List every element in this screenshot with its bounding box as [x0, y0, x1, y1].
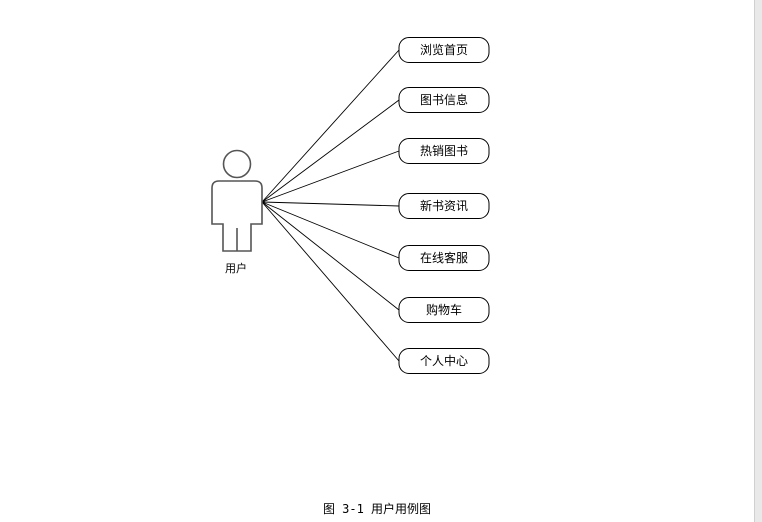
use-case-box	[398, 138, 490, 164]
use-case-node: 在线客服	[398, 245, 490, 271]
use-case-node: 个人中心	[398, 348, 490, 374]
use-case-label: 浏览首页	[420, 42, 468, 57]
use-case-box	[398, 37, 490, 63]
association-line	[261, 49, 400, 203]
use-case-box	[398, 193, 490, 219]
use-case-box	[398, 87, 490, 113]
vertical-scrollbar[interactable]	[754, 0, 762, 522]
use-case-node: 购物车	[398, 297, 490, 323]
actor-label: 用户	[225, 261, 247, 275]
use-case-box	[398, 297, 490, 323]
use-case-label: 个人中心	[420, 353, 468, 368]
association-line	[261, 150, 400, 203]
figure-caption: 图 3-1 用户用例图	[322, 502, 432, 516]
use-case-label: 图书信息	[420, 92, 468, 107]
use-case-box	[398, 245, 490, 271]
use-case-label: 购物车	[426, 302, 462, 317]
association-line	[261, 201, 400, 311]
use-case-node: 热销图书	[398, 138, 490, 164]
use-case-box	[398, 348, 490, 374]
association-line	[261, 201, 400, 259]
actor-user: 用户	[211, 149, 263, 275]
person-icon	[211, 149, 263, 252]
use-case-label: 新书资讯	[420, 198, 468, 213]
use-case-node: 浏览首页	[398, 37, 490, 63]
use-case-label: 热销图书	[420, 144, 468, 158]
association-line	[261, 201, 400, 207]
use-case-node: 图书信息	[398, 87, 490, 113]
use-case-node: 新书资讯	[398, 193, 490, 219]
association-line	[261, 201, 400, 362]
association-line	[261, 99, 400, 203]
association-lines	[261, 49, 400, 362]
use-case-label: 在线客服	[420, 250, 468, 265]
